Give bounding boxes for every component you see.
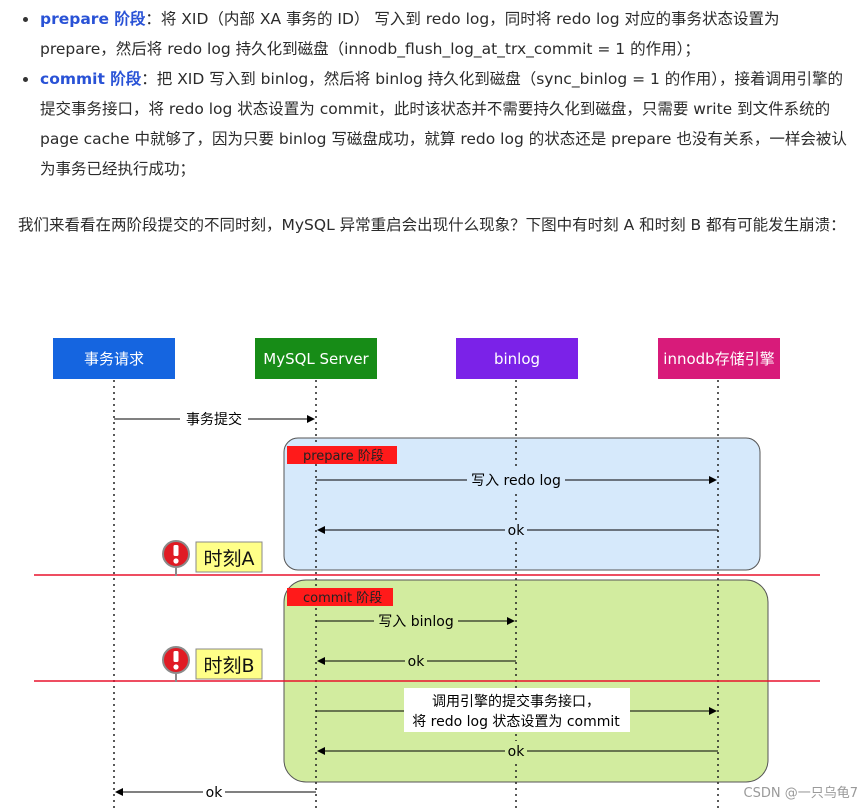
alert-icon-b [162,646,190,682]
bullet-list: prepare 阶段：将 XID（内部 XA 事务的 ID） 写入到 redo … [18,4,852,184]
actor-request-label: 事务请求 [84,350,144,368]
intro-paragraph: 我们来看看在两阶段提交的不同时刻，MySQL 异常重启会出现什么现象？下图中有时… [18,216,846,234]
actor-request-box [53,338,175,379]
label-write-binlog: 写入 binlog [378,614,453,630]
label-ok-binlog: ok [408,654,426,670]
watermark: CSDN @一只乌龟7 [744,785,858,801]
label-engine-commit-line2: 将 redo log 状态设置为 commit [412,714,620,730]
commit-phase-tag [287,588,393,606]
alert-icon-a [162,540,190,576]
moment-b-box [195,648,263,680]
label-bg-ok-final [203,782,225,802]
bullet-prepare: prepare 阶段：将 XID（内部 XA 事务的 ID） 写入到 redo … [18,4,852,64]
label-bg-ok-redo [505,520,527,540]
moment-a-box [195,541,263,573]
actor-server-box [255,338,377,379]
label-bg-request [180,408,248,428]
label-bg-write-binlog [374,611,458,631]
bullet-commit: commit 阶段：把 XID 写入到 binlog，然后将 binlog 持久… [18,64,852,184]
label-bg-engine-commit [404,688,630,732]
label-write-redo: 写入 redo log [471,473,561,489]
prepare-phase-label: prepare 阶段 [303,449,384,464]
bullet-keyword-prepare: prepare 阶段 [40,10,146,28]
actor-engine-label: innodb存储引擎 [663,350,774,368]
label-ok-engine: ok [508,744,526,760]
prepare-phase-tag [287,446,397,464]
label-commit-request: 事务提交 [186,411,242,428]
moment-a-label: 时刻A [204,548,255,570]
label-bg-ok-engine [505,741,527,761]
label-ok-final: ok [206,785,224,801]
prepare-phase-box [283,437,761,571]
actor-engine-box [658,338,780,379]
actor-binlog-label: binlog [494,350,540,368]
bullet-keyword-commit: commit 阶段 [40,70,142,88]
actor-server-label: MySQL Server [263,350,369,368]
bullet-text-commit: ：把 XID 写入到 binlog，然后将 binlog 持久化到磁盘（sync… [40,70,847,178]
label-engine-commit-line1: 调用引擎的提交事务接口， [432,693,600,710]
actor-binlog-box [456,338,578,379]
label-bg-ok-binlog [405,651,427,671]
moment-b-label: 时刻B [203,655,254,677]
commit-phase-label: commit 阶段 [303,591,382,606]
label-ok-redo: ok [508,523,526,539]
label-bg-write-redo [467,470,565,490]
bullet-text-prepare: ：将 XID（内部 XA 事务的 ID） 写入到 redo log，同时将 re… [40,10,780,58]
